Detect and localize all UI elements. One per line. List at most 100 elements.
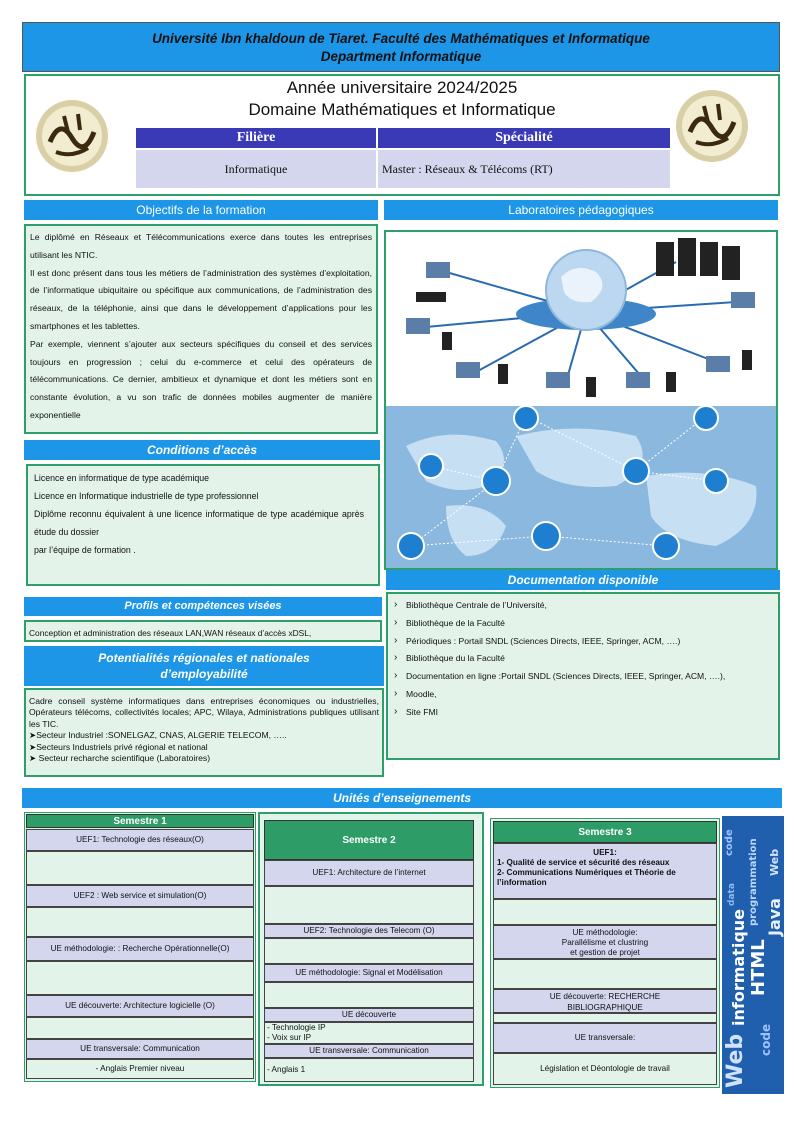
profils-box: Conception et administration des réseaux… <box>24 620 382 642</box>
s2-uef2-content <box>264 938 474 964</box>
s3-uet-item: Législation et Déontologie de travail <box>493 1053 717 1085</box>
documentation-item: Bibliothèque du la Faculté <box>392 649 774 668</box>
s2-uem: UE méthodologie: Signal et Modélisation <box>264 964 474 982</box>
potentialites-title: Potentialités régionales et nationales d… <box>24 646 384 686</box>
s1-uem-content <box>26 961 254 995</box>
word-cloud-word: Web <box>723 1034 748 1088</box>
objectifs-paragraph-3: Par exemple, viennent s’ajouter aux sect… <box>30 338 372 420</box>
potentialites-bullet: ➤Secteurs Industriels privé régional et … <box>29 741 208 752</box>
world-map-illustration <box>386 406 776 568</box>
word-cloud-word: Web <box>768 849 781 876</box>
semestre-3-title: Semestre 3 <box>493 821 717 843</box>
s1-uef1: UEF1: Technologie des réseaux(O) <box>26 829 254 851</box>
documentation-item: Bibliothèque de la Faculté <box>392 614 774 633</box>
documentation-item: Site FMI <box>392 703 774 722</box>
objectifs-paragraph-1: Le diplômé en Réseaux et Télécommunicati… <box>30 232 372 260</box>
semestre-2-panel: Semestre 2 UEF1: Architecture de l’inter… <box>258 812 484 1086</box>
filiere-value: Informatique <box>136 150 376 188</box>
header-line-2: Department Informatique <box>320 49 482 64</box>
s1-uef2-content <box>26 907 254 937</box>
potentialites-title-line-1: Potentialités régionales et nationales <box>98 651 310 665</box>
profils-title: Profils et compétences visées <box>24 597 382 616</box>
word-cloud-word: Java <box>765 898 784 937</box>
s3-uem-line: UE méthodologie: <box>572 928 638 937</box>
objectifs-title: Objectifs de la formation <box>24 200 378 220</box>
s3-ued: UE découverte: RECHERCHE BIBLIOGRAPHIQUE <box>493 989 717 1013</box>
s1-uet-item: - Anglais Premier niveau <box>26 1059 254 1079</box>
condition-item-2: Licence en Informatique industrielle de … <box>34 491 259 501</box>
laboratoires-frame <box>384 230 778 570</box>
objectifs-paragraph-2: Il est donc présent dans tous les métier… <box>30 267 372 331</box>
documentation-box: Bibliothèque Centrale de l’Université, B… <box>386 592 780 760</box>
s3-uef1-label: UEF1: <box>593 848 617 857</box>
filiere-header: Filière <box>136 128 376 148</box>
potentialites-bullet: ➤ Secteur recharche scientifique (Labora… <box>29 753 211 764</box>
documentation-list: Bibliothèque Centrale de l’Université, B… <box>392 596 774 722</box>
potentialites-bullet: ➤Secteur Industriel :SONELGAZ, CNAS, ALG… <box>29 730 287 741</box>
s2-uem-content <box>264 982 474 1008</box>
s3-ued-line: UE découverte: RECHERCHE <box>549 992 661 1001</box>
header-line-1: Université Ibn khaldoun de Tiaret. Facul… <box>152 31 650 46</box>
potentialites-box: Cadre conseil système informatiques dans… <box>24 688 384 777</box>
s3-ued-content <box>493 1013 717 1023</box>
s3-ued-line: BIBLIOGRAPHIQUE <box>567 1003 643 1012</box>
condition-item-3: Diplôme reconnu équivalent à une licence… <box>34 509 364 537</box>
word-cloud-word: code <box>724 829 735 856</box>
word-cloud-image: informatique Web HTML Java code programm… <box>722 816 784 1094</box>
s3-uem-content <box>493 959 717 989</box>
s2-ued: UE découverte <box>264 1008 474 1022</box>
academic-year: Année universitaire 2024/2025 <box>286 78 518 97</box>
condition-item-1: Licence en informatique de type académiq… <box>34 473 210 483</box>
s2-uef2: UEF2: Technologie des Telecom (O) <box>264 924 474 938</box>
semestre-3-panel: Semestre 3 UEF1: 1- Qualité de service e… <box>490 818 720 1088</box>
s1-uef1-content <box>26 851 254 885</box>
s1-uem: UE méthodologie: : Recherche Opérationne… <box>26 937 254 961</box>
documentation-item: Périodiques : Portail SNDL (Sciences Dir… <box>392 632 774 651</box>
word-cloud-word: programmation <box>748 838 759 926</box>
s1-uef2: UEF2 : Web service et simulation(O) <box>26 885 254 907</box>
s2-ued-item: - Technologie IP <box>267 1023 326 1032</box>
s2-uet: UE transversale: Communication <box>264 1044 474 1058</box>
university-logo-left <box>36 100 108 172</box>
s2-uet-item: - Anglais 1 <box>264 1058 474 1082</box>
s2-uef1: UEF1: Architecture de l’internet <box>264 860 474 886</box>
s3-uem: UE méthodologie: Parallélisme et clustri… <box>493 925 717 959</box>
s3-uef1-content <box>493 899 717 925</box>
documentation-item: Moodle, <box>392 685 774 704</box>
s1-ued-content <box>26 1017 254 1039</box>
university-logo-right <box>676 90 748 162</box>
potentialites-title-line-2: d’employabilité <box>160 667 248 681</box>
s1-ued: UE découverte: Architecture logicielle (… <box>26 995 254 1017</box>
word-cloud-word: data <box>727 883 737 906</box>
s3-uem-line: Parallélisme et clustring <box>561 938 649 947</box>
arrow-bullet-icon: ➤ <box>29 730 37 741</box>
word-cloud-graphic: informatique Web HTML Java code programm… <box>722 816 784 1094</box>
conditions-title: Conditions d’accès <box>24 440 380 460</box>
s3-uef1: UEF1: 1- Qualité de service et sécurité … <box>493 843 717 899</box>
condition-item-4: par l’équipe de formation . <box>34 545 136 555</box>
s2-ued-content: - Technologie IP - Voix sur IP <box>264 1022 474 1044</box>
s2-uef1-content <box>264 886 474 924</box>
documentation-item: Bibliothèque Centrale de l’Université, <box>392 596 774 615</box>
semestre-1-panel: Semestre 1 UEF1: Technologie des réseaux… <box>24 812 256 1082</box>
conditions-box: Licence en informatique de type académiq… <box>26 464 380 586</box>
s3-uem-line: et gestion de projet <box>570 948 640 957</box>
network-illustration <box>386 232 776 404</box>
s3-uet: UE transversale: <box>493 1023 717 1053</box>
word-cloud-word: HTML <box>748 939 769 996</box>
word-cloud-word: code <box>759 1024 773 1056</box>
arrow-bullet-icon: ➤ <box>29 741 37 752</box>
documentation-title: Documentation disponible <box>386 570 780 590</box>
laboratoires-title: Laboratoires pédagogiques <box>384 200 778 220</box>
objectifs-box: Le diplômé en Réseaux et Télécommunicati… <box>24 224 378 434</box>
potentialites-paragraph: Cadre conseil système informatiques dans… <box>29 696 379 729</box>
s1-uet: UE transversale: Communication <box>26 1039 254 1059</box>
title-box: Année universitaire 2024/2025 Domaine Ma… <box>24 74 780 196</box>
s3-uef1-item: 2- Communications Numériques et Théorie … <box>497 868 676 887</box>
specialite-value: Master : Réseaux & Télécoms (RT) <box>378 150 670 188</box>
specialite-header: Spécialité <box>378 128 670 148</box>
s3-uef1-item: 1- Qualité de service et sécurité des ré… <box>497 858 670 867</box>
s2-ued-item: - Voix sur IP <box>267 1033 312 1042</box>
arrow-bullet-icon: ➤ <box>29 753 37 764</box>
word-cloud-word: informatique <box>729 909 748 1026</box>
